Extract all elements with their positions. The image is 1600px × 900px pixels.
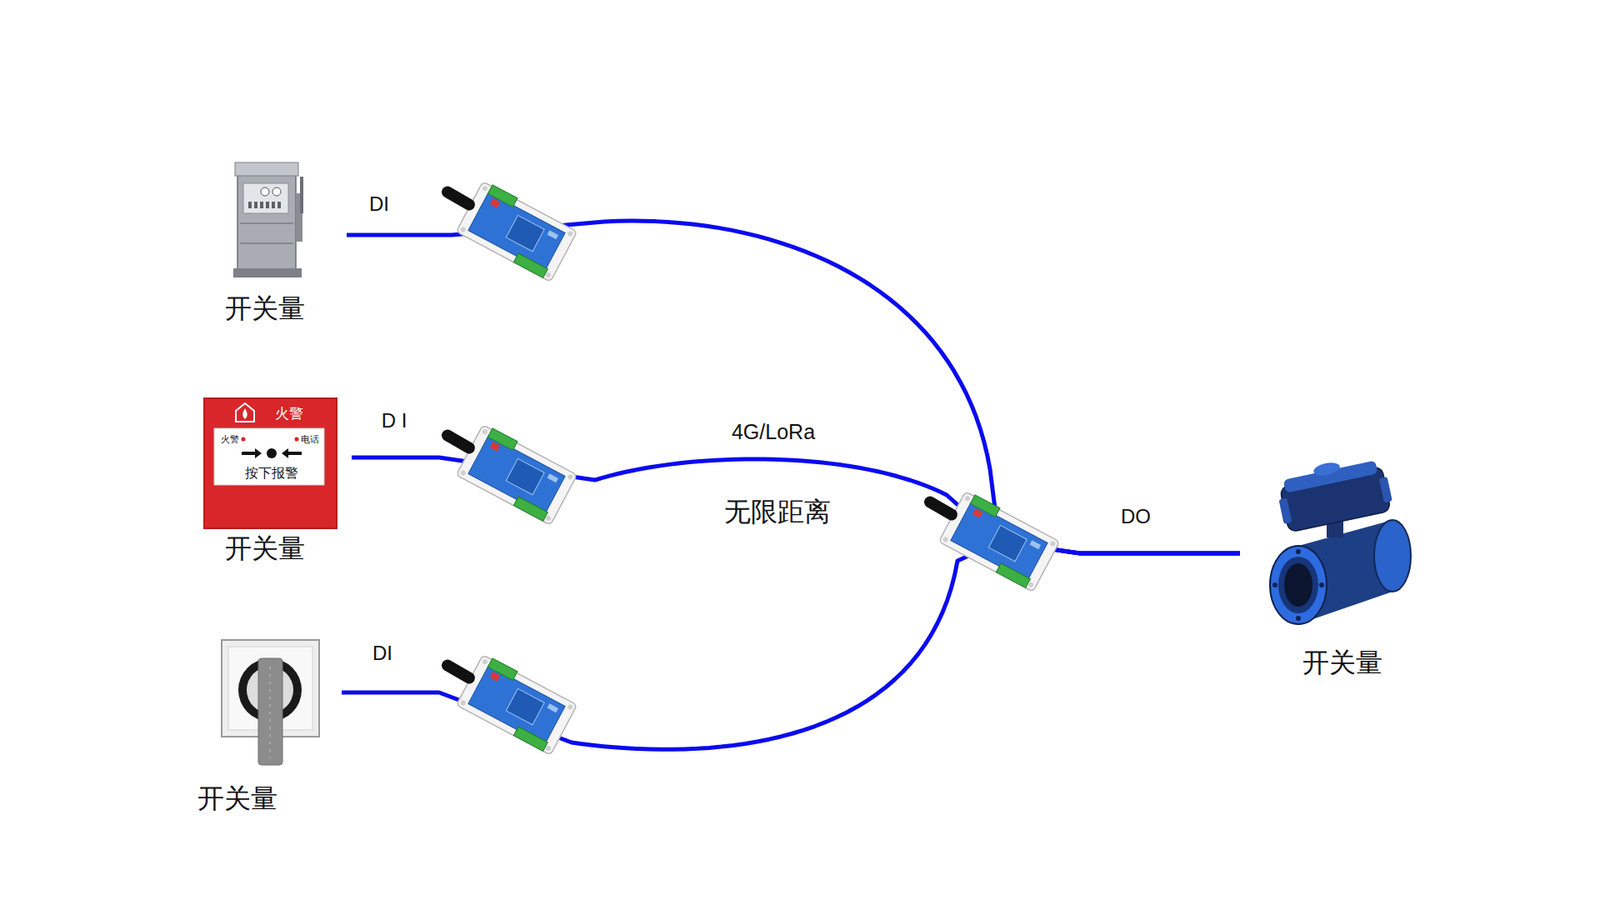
fire-alarm-device: 开关量 <box>200 395 352 571</box>
signal-link <box>341 541 1240 750</box>
actuator-knob <box>1312 460 1341 478</box>
alarm-indicator-label: 电话 <box>300 434 320 445</box>
indicator-dot <box>241 437 246 442</box>
gauge <box>272 187 281 196</box>
wireless-module <box>439 653 578 755</box>
house-icon <box>235 403 255 422</box>
device-label: 开关量 <box>225 534 305 564</box>
signal-link <box>346 220 1240 554</box>
cabinet-seam <box>240 222 294 225</box>
fire-alarm-illustration <box>204 398 337 529</box>
press-arrow <box>241 448 262 459</box>
press-button <box>266 448 277 459</box>
switch-handle <box>258 658 283 765</box>
cabinet-seam <box>240 242 294 245</box>
gauge <box>260 187 270 196</box>
actuator-cap <box>1379 476 1393 503</box>
cabinet-cap <box>235 162 299 176</box>
signal-label: DI <box>369 193 390 215</box>
cabinet-panel <box>243 183 289 214</box>
signal-label: DI <box>372 642 393 665</box>
press-arrow <box>281 448 302 459</box>
actuator-cap <box>1278 498 1292 525</box>
signal-label: D I <box>381 410 408 432</box>
device-label: 开关量 <box>225 294 305 324</box>
wireless-module <box>439 423 578 525</box>
wireless-module <box>921 490 1060 592</box>
rotary-switch-device: 开关量 <box>187 637 342 821</box>
cabinet-base <box>233 268 302 278</box>
indicator-dot <box>295 437 300 442</box>
flange-bolts <box>1272 549 1325 621</box>
valve-illustration <box>1270 451 1411 625</box>
alarm-panel <box>214 428 325 485</box>
link-label: 4G/LoRa <box>731 420 815 445</box>
cabinet-body <box>237 173 296 272</box>
cabinet-illustration <box>233 162 304 278</box>
alarm-heading: 火警 <box>275 406 304 423</box>
actuator-top <box>1283 460 1379 494</box>
wireless-module <box>439 180 578 282</box>
device-label: 开关量 <box>1302 648 1383 678</box>
signal-label: DO <box>1120 505 1151 528</box>
switch-device: 开关量 <box>218 158 347 330</box>
flame-icon <box>242 408 247 420</box>
valve-flange <box>1374 520 1411 592</box>
device-label: 开关量 <box>197 784 278 814</box>
flange-ring <box>1278 556 1319 614</box>
pipe-bore <box>1284 563 1313 607</box>
cabinet-lever <box>300 176 304 214</box>
alarm-housing <box>204 398 337 529</box>
alarm-indicator-label: 火警 <box>220 434 240 445</box>
range-label: 无限距离 <box>724 497 831 527</box>
handle-grip <box>269 666 271 759</box>
alarm-instruction: 按下报警 <box>245 465 299 481</box>
rotary-switch-illustration <box>221 640 320 765</box>
cabinet-slots <box>248 201 281 209</box>
valve-flange <box>1270 545 1327 625</box>
valve-device: 开关量 <box>1240 458 1417 684</box>
